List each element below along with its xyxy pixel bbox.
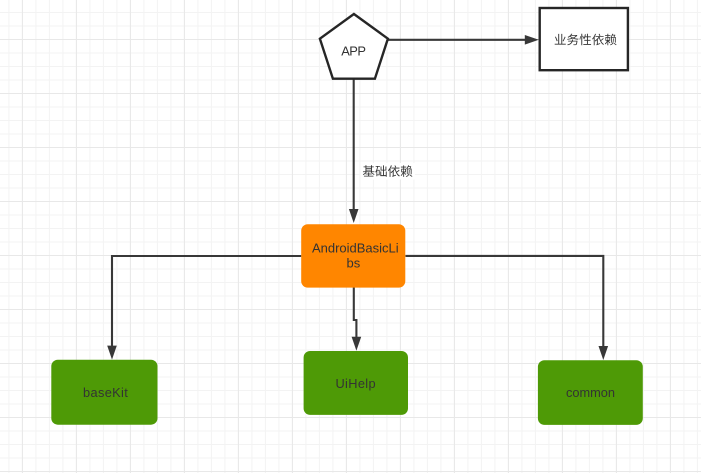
svg-text:bs: bs	[347, 255, 361, 270]
svg-text:baseKit: baseKit	[83, 385, 128, 400]
svg-text:UiHelp: UiHelp	[335, 376, 376, 391]
svg-text:common: common	[566, 385, 615, 400]
svg-text:AndroidBasicLi: AndroidBasicLi	[312, 240, 399, 255]
svg-text:APP: APP	[341, 43, 365, 58]
